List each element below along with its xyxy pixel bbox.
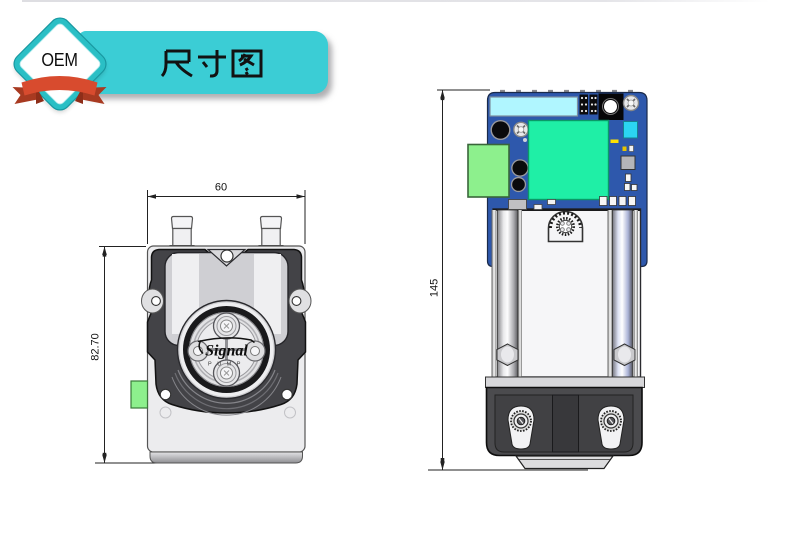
svg-text:PUMP: PUMP (208, 362, 246, 368)
svg-text:60: 60 (215, 182, 227, 194)
svg-text:82.70: 82.70 (90, 333, 102, 361)
svg-text:145: 145 (429, 279, 441, 297)
svg-text:Signal: Signal (205, 343, 248, 360)
